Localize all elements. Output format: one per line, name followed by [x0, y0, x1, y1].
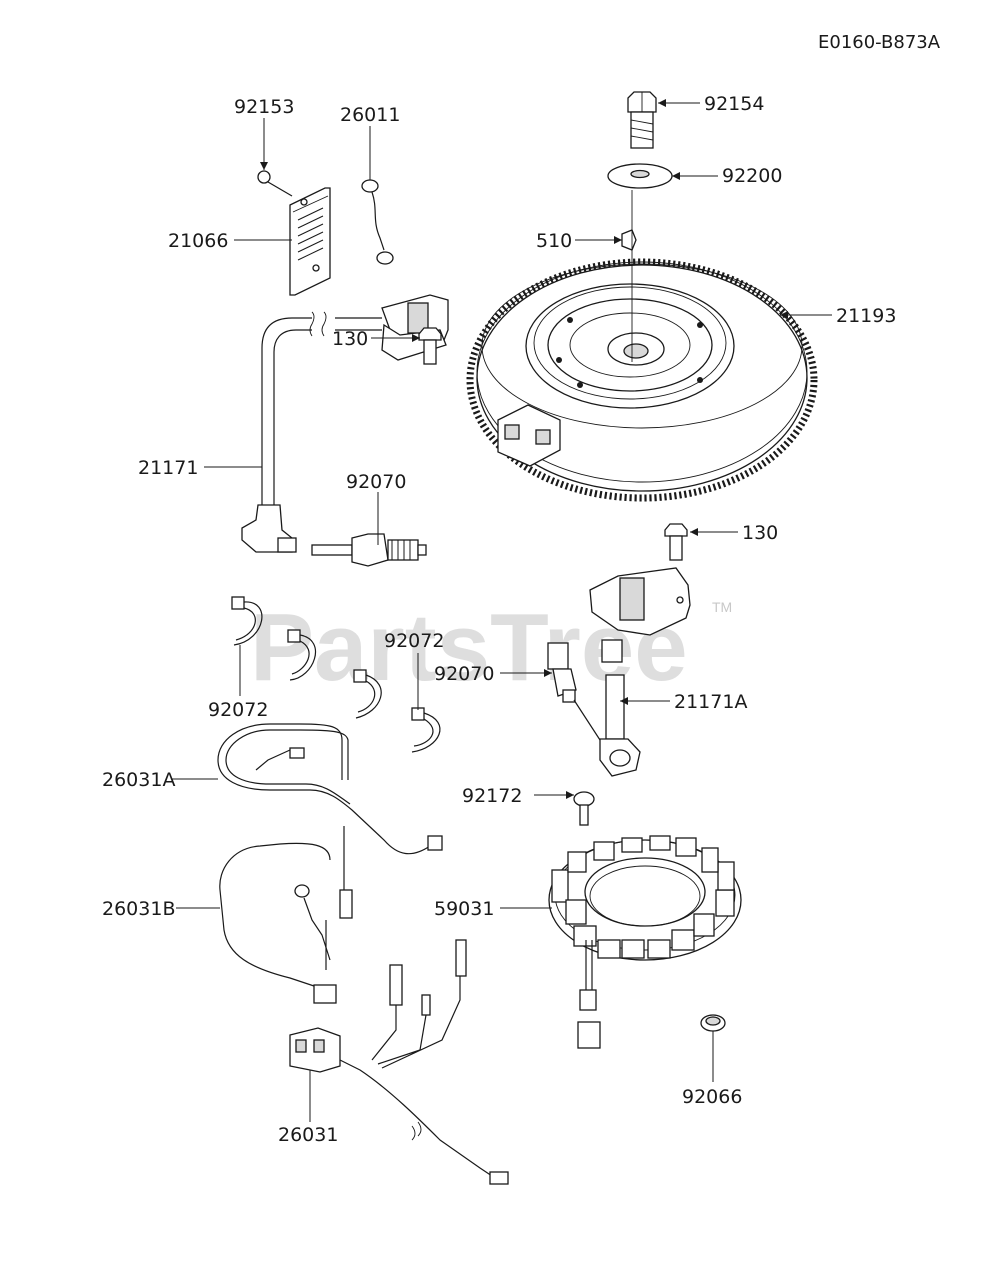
part-label-21171A[interactable]: 21171A — [674, 691, 747, 713]
lead-26011[interactable] — [361, 179, 394, 265]
screw-92153[interactable] — [257, 170, 293, 197]
bolt-130b[interactable] — [664, 523, 688, 561]
part-label-92154[interactable]: 92154 — [704, 93, 764, 115]
part-label-26031A[interactable]: 26031A — [102, 769, 175, 791]
cable-ties-92072[interactable] — [231, 596, 441, 753]
coil-21171A[interactable] — [589, 567, 691, 777]
part-label-92066[interactable]: 92066 — [682, 1086, 742, 1108]
part-labels: 92153 26011 21066 92154 92200 510 21193 … — [102, 93, 896, 1146]
part-label-21066[interactable]: 21066 — [168, 230, 228, 252]
part-label-92072-left[interactable]: 92072 — [208, 699, 268, 721]
harness-26031B[interactable] — [219, 842, 337, 1004]
part-label-21171[interactable]: 21171 — [138, 457, 198, 479]
bolt-92154[interactable] — [627, 91, 657, 149]
part-label-92172[interactable]: 92172 — [462, 785, 522, 807]
part-label-26031[interactable]: 26031 — [278, 1124, 338, 1146]
part-label-130-top[interactable]: 130 — [332, 328, 368, 350]
bushing-92066[interactable] — [700, 1014, 726, 1032]
part-label-59031[interactable]: 59031 — [434, 898, 494, 920]
part-label-26031B[interactable]: 26031B — [102, 898, 175, 920]
part-label-92153[interactable]: 92153 — [234, 96, 294, 118]
part-label-510[interactable]: 510 — [536, 230, 572, 252]
leader-arrows — [260, 99, 788, 799]
part-label-92070-top[interactable]: 92070 — [346, 471, 406, 493]
part-label-21193[interactable]: 21193 — [836, 305, 896, 327]
spark-plug-92070b[interactable] — [547, 642, 601, 741]
watermark-trademark: TM — [712, 599, 732, 615]
harness-26031A[interactable] — [217, 723, 443, 919]
bolt-130a[interactable] — [418, 327, 442, 365]
spark-plug-92070a[interactable] — [311, 533, 427, 567]
part-label-130-right[interactable]: 130 — [742, 522, 778, 544]
diagram-code: E0160-B873A — [818, 32, 941, 53]
washer-92200[interactable] — [607, 163, 673, 189]
screw-92172[interactable] — [573, 791, 595, 826]
regulator-21066[interactable] — [289, 187, 331, 296]
part-label-92070-right[interactable]: 92070 — [434, 663, 494, 685]
part-label-92072-right[interactable]: 92072 — [384, 630, 444, 652]
flywheel-21193[interactable] — [466, 258, 818, 502]
key-510[interactable] — [621, 229, 637, 251]
part-label-92200[interactable]: 92200 — [722, 165, 782, 187]
stator-59031[interactable] — [548, 835, 742, 1049]
connector-harness-26031[interactable] — [289, 939, 509, 1185]
part-label-26011[interactable]: 26011 — [340, 104, 400, 126]
